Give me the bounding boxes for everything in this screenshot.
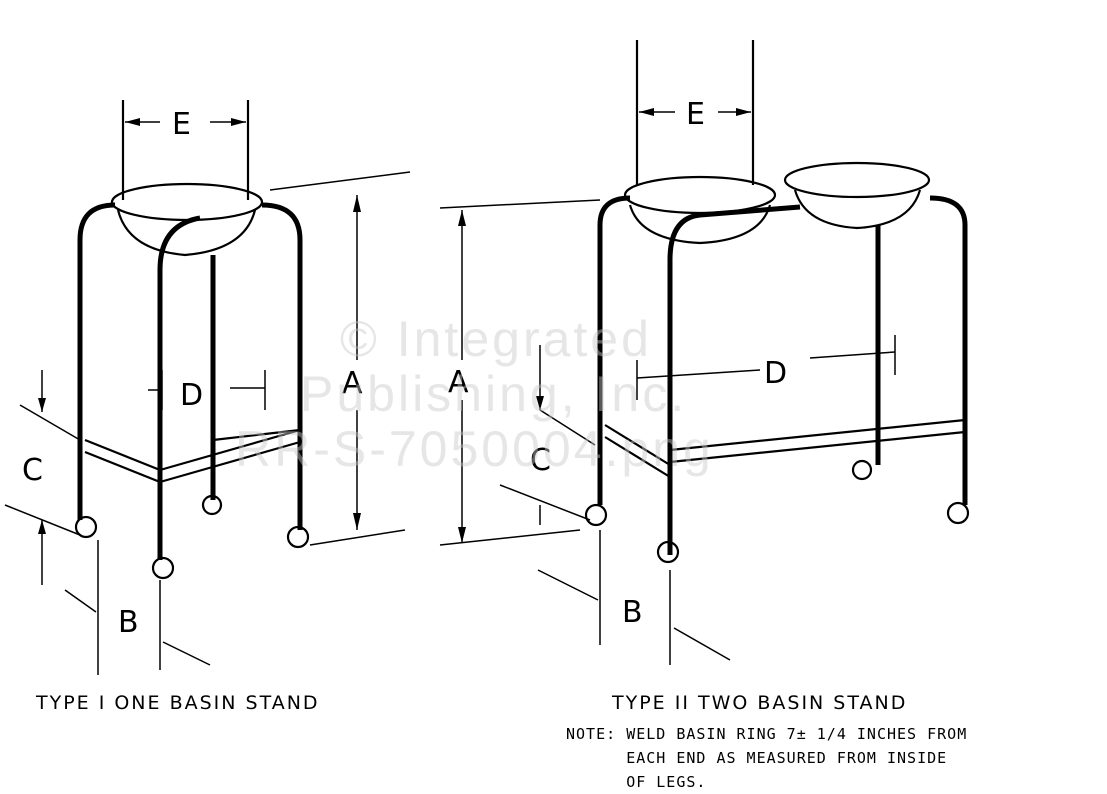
type2-dim-b: B xyxy=(622,595,643,630)
type2-note: NOTE: WELD BASIN RING 7± 1/4 INCHES FROM… xyxy=(566,722,967,794)
note-line1: WELD BASIN RING 7± 1/4 INCHES FROM xyxy=(626,725,968,743)
type1-caption: TYPE I ONE BASIN STAND xyxy=(36,692,320,714)
watermark-line1: © Integrated xyxy=(340,311,652,367)
type2-caption: TYPE II TWO BASIN STAND xyxy=(612,692,908,714)
type1-dim-b: B xyxy=(118,605,139,640)
watermark-line2: Publishing, Inc. xyxy=(300,366,688,422)
watermark-line3: RR-S-7050004.png xyxy=(235,421,714,477)
type1-stand: E A D C B xyxy=(4,100,411,675)
type1-dim-a: A xyxy=(342,366,363,401)
type2-dim-c: C xyxy=(530,443,551,478)
note-line2: EACH END AS MEASURED FROM INSIDE xyxy=(626,749,948,767)
type1-dim-d: D xyxy=(180,378,203,413)
type2-dim-d: D xyxy=(764,356,787,391)
type2-dim-a: A xyxy=(448,365,469,400)
note-line3: OF LEGS. xyxy=(626,773,707,791)
type1-dim-c: C xyxy=(22,453,43,488)
type2-dim-e: E xyxy=(686,97,705,132)
type1-dim-e: E xyxy=(172,107,191,142)
type2-stand: E A D C B xyxy=(439,40,970,665)
note-label: NOTE: xyxy=(566,725,617,743)
